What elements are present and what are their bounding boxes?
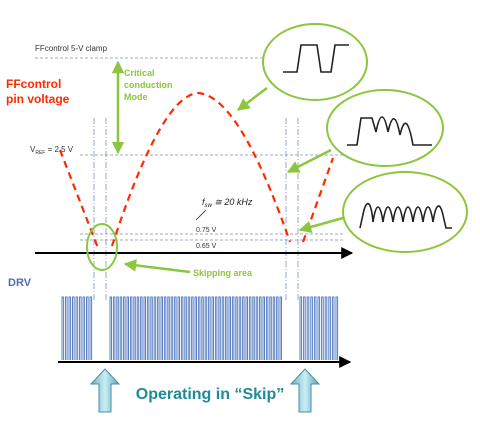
skipping-area-arrow [123,259,191,274]
drv-pulse [157,296,160,360]
critical-label-2: conduction [124,80,173,90]
drv-pulse [279,296,282,360]
drv-pulse [65,296,68,360]
drv-pulse [86,296,89,360]
drv-pulse [218,296,221,360]
drv-pulse [272,296,276,360]
drv-pulse [187,296,191,360]
drv-pulse [194,296,197,360]
drv-pulse [163,296,167,360]
drv-pulse [197,296,201,360]
skip-arrow-right [289,368,321,413]
drv-pulse [204,296,208,360]
drv-pulse [299,296,303,360]
drv-pulse [119,296,123,360]
drv-pulse [126,296,129,360]
drv-pulse [242,296,245,360]
drv-label: DRV [8,277,32,289]
drv-pulse [269,296,272,360]
drv-pulse [177,296,180,360]
drv-pulse [153,296,157,360]
drv-pulse [174,296,177,360]
drv-pulse [129,296,133,360]
drv-pulse [75,296,79,360]
critical-label-1: Critical [124,68,155,78]
drv-pulse [211,296,214,360]
drv-pulse [238,296,242,360]
drv-pulse [140,296,143,360]
drv-pulse [136,296,140,360]
drv-pulse [245,296,248,360]
drv-pulse [123,296,126,360]
vref-label: VREF = 2.5 V [30,145,74,156]
drv-pulse [167,296,170,360]
drv-pulse [313,296,317,360]
drv-pulse [79,296,82,360]
drv-pulse [225,296,228,360]
drv-pulses [61,296,339,360]
drv-pulse [331,296,335,360]
drv-pulse [214,296,218,360]
drv-pulse [160,296,163,360]
drv-pulse [109,296,112,360]
waveform-callout-skip [298,171,468,253]
fsw-pointer [195,209,207,221]
drv-pulse [276,296,279,360]
operating-caption: Operating in “Skip” [136,386,284,403]
drv-pulse [228,296,231,360]
drv-pulse [265,296,269,360]
pin-voltage-label-1: FFcontrol [6,77,61,91]
skip-arrow-left [89,368,121,413]
v075-label: 0.75 V [196,227,217,234]
drv-pulse [324,296,328,360]
drv-pulse [201,296,204,360]
clamp-label: FFcontrol 5-V clamp [35,44,108,53]
skipping-area-ellipse [86,223,118,271]
waveform-callout-critical [237,23,368,111]
drv-pulse [170,296,174,360]
drv-pulse [150,296,153,360]
v065-label: 0.65 V [196,243,217,250]
drv-pulse [191,296,194,360]
waveform-callout-valley [286,89,444,174]
drv-pulse [317,296,321,360]
drv-pulse [231,296,235,360]
drv-pulse [255,296,259,360]
pin-voltage-label-2: pin voltage [6,92,70,106]
skipping-area-label: Skipping area [193,268,253,278]
drv-pulse [259,296,262,360]
drv-pulse [184,296,187,360]
drv-pulse [89,296,93,360]
drv-pulse [235,296,238,360]
drv-pulse [180,296,184,360]
drv-pulse [133,296,136,360]
drv-pulse [306,296,310,360]
drv-pulse [112,296,116,360]
drv-pulse [303,296,306,360]
critical-label-3: Mode [124,92,148,102]
drv-pulse [68,296,72,360]
drv-pulse [116,296,119,360]
drv-pulse [310,296,313,360]
drv-pulse [335,296,339,360]
drv-pulse [262,296,265,360]
drv-pulse [61,296,65,360]
drv-pulse [208,296,211,360]
drv-pulse [82,296,86,360]
fsw-label: fsw ≅ 20 kHz [202,197,253,209]
drv-pulse [221,296,225,360]
drv-pulse [248,296,252,360]
drv-pulse [252,296,255,360]
drv-pulse [321,296,324,360]
drv-pulse [328,296,331,360]
drv-pulse [143,296,146,360]
drv-pulse [72,296,75,360]
drv-pulse [146,296,150,360]
